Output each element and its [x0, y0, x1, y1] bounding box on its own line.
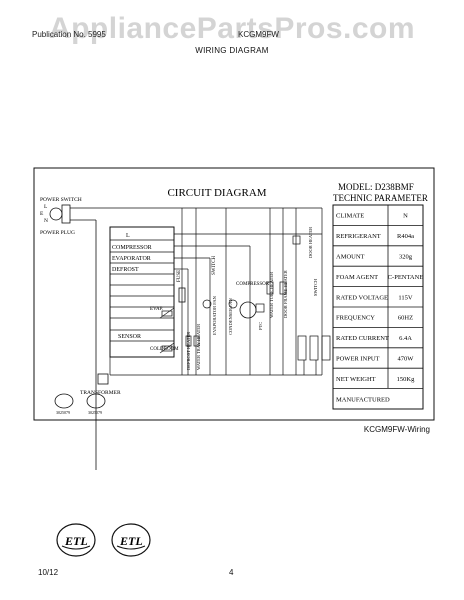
switch-right-label: SWITCH: [313, 278, 318, 296]
svg-text:ETL: ETL: [119, 534, 143, 548]
power-plug-label: POWER PLUG: [40, 230, 75, 236]
model-code: KCGM9FW: [238, 30, 279, 39]
page-number: 4: [229, 568, 234, 577]
condenser-fan-symbol: [228, 299, 238, 309]
param-value: 320g: [399, 254, 413, 261]
defrost-heater-symbol: [185, 335, 192, 347]
param-value: 150Kg: [397, 376, 415, 383]
param-key: AMOUNT: [336, 254, 365, 261]
ptc-symbol: [255, 303, 265, 313]
compressor-symbol: [239, 301, 257, 319]
condenser-fan-label: CONDENSER FAN: [228, 297, 233, 335]
coldroom-label: COLDROOM: [150, 347, 179, 352]
param-value: 6.4A: [399, 335, 412, 342]
defrost-label: DEFROST: [112, 267, 139, 273]
coldroom-sensor-symbol: [161, 345, 173, 352]
evaporator-fan-label: EVAPORATOR FAN: [212, 295, 217, 335]
param-value: 115V: [398, 294, 413, 301]
line-E-label: E: [40, 211, 44, 217]
evaporator-fan-symbol: [202, 299, 212, 309]
param-key: REFRIGERANT: [336, 233, 381, 240]
diagram-caption: KCGM9FW-Wiring: [363, 425, 430, 434]
transformer-label: TRANSFORMER: [80, 390, 121, 396]
defrost-heater-label: DEFROST HEATER: [186, 332, 191, 370]
power-switch-symbol: [61, 204, 71, 224]
cert-number-left: 3025079: [56, 410, 70, 415]
line-L-label: L: [44, 204, 48, 210]
evap-label: EVAP.: [150, 307, 163, 312]
param-key: CLIMATE: [336, 213, 364, 220]
switch-label: SWITCH: [212, 255, 217, 275]
param-key: FREQUENCY: [336, 315, 375, 322]
svg-text:ETL: ETL: [64, 534, 88, 548]
fuse-label: FUSE: [177, 270, 182, 282]
etl-mark-small-right: [86, 393, 106, 409]
param-value: N: [403, 213, 408, 220]
param-key: RATED CURRENT: [336, 335, 389, 342]
power-plug-symbol: [49, 207, 63, 221]
model-label: MODEL: D238BMF: [338, 182, 414, 192]
water-tube-heater-symbol: [266, 281, 274, 295]
board-wires: [109, 208, 323, 376]
footer-date: 10/12: [38, 568, 59, 577]
compressor-label: COMPRESSOR: [112, 245, 152, 251]
page-title: WIRING DIAGRAM: [195, 46, 269, 55]
param-value: R404a: [397, 233, 414, 240]
right-component-a: [297, 335, 307, 361]
technic-label: TECHNIC PARAMETER: [333, 193, 428, 203]
etl-mark-small-left: [54, 393, 74, 409]
etl-logo-left: [56, 523, 96, 557]
fuse-symbol: [178, 287, 186, 303]
evap-sensor-symbol: [161, 310, 173, 317]
power-switch-label: POWER SWITCH: [40, 197, 82, 203]
sensor-label: SENSOR: [118, 334, 141, 340]
param-key: RATED VOLTAGE: [336, 294, 388, 301]
publication-number: Publication No. 5995: [32, 30, 106, 39]
door-frame-heater-symbol: [279, 281, 287, 295]
param-key: FOAM AGENT: [336, 274, 378, 281]
compressor-top-label: COMPRESSOR: [236, 282, 270, 287]
right-component-b: [309, 335, 319, 361]
ptc-label: PTC: [258, 322, 263, 330]
right-component-c: [321, 335, 331, 361]
param-value: 470W: [398, 356, 415, 363]
water-tray-heater-label: WATER TRAY HEATER: [196, 324, 201, 370]
param-value: 60HZ: [398, 315, 413, 322]
board-L-label: L: [126, 233, 130, 239]
param-key: MANUFACTURED: [336, 396, 390, 403]
line-N-label: N: [44, 218, 48, 224]
diagram-frame: [33, 167, 435, 421]
door-heater-label: DOOR HEATER: [308, 227, 313, 258]
door-heater-symbol: [292, 235, 301, 245]
param-key: POWER INPUT: [336, 356, 380, 363]
param-value: C-PENTANE: [388, 274, 424, 281]
transformer-symbol: [97, 373, 109, 385]
water-tray-heater-symbol: [193, 335, 200, 347]
board-slots: [110, 239, 174, 342]
water-tube-heater-label: WATER TUBE HEATER: [269, 272, 274, 318]
etl-logo-right: [111, 523, 151, 557]
evaporator-label: EVAPORATOR: [112, 256, 151, 262]
cert-number-right: 3025079: [88, 410, 102, 415]
circuit-diagram-title: CIRCUIT DIAGRAM: [167, 187, 266, 199]
watermark: AppliancePartsPros.com: [48, 12, 416, 45]
param-key: NET WEIGHT: [336, 376, 376, 383]
door-frame-heater-label: DOOR FRAME HEATER: [283, 270, 288, 318]
control-board: [109, 226, 175, 358]
